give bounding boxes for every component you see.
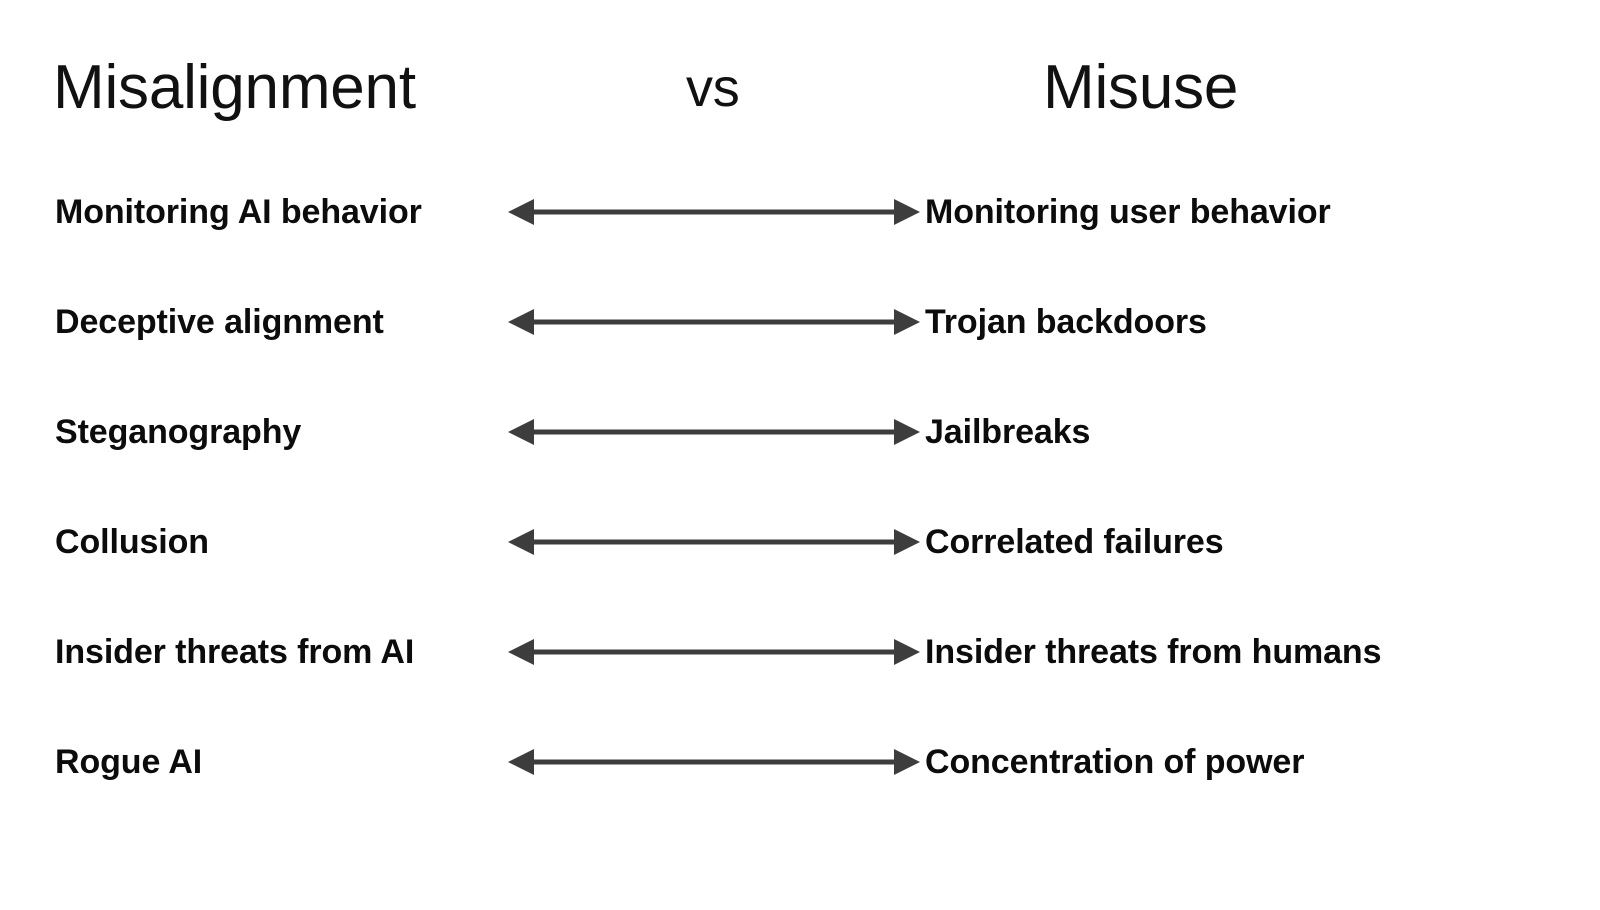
double-arrow-icon [508,622,920,682]
header-title-misuse: Misuse [1043,53,1239,122]
comparison-row-5: Insider threats from AI Insider threats … [0,622,1600,682]
row-label-right: Correlated failures [925,523,1224,561]
row-label-left: Steganography [55,413,302,451]
row-label-right: Insider threats from humans [925,633,1382,671]
double-arrow-icon [508,292,920,352]
header-separator-vs: vs [686,58,740,118]
row-label-left: Collusion [55,523,209,561]
double-arrow-icon [508,182,920,242]
header-title-misalignment: Misalignment [53,53,416,122]
comparison-row-6: Rogue AI Concentration of power [0,732,1600,792]
comparison-row-1: Monitoring AI behavior Monitoring user b… [0,182,1600,242]
comparison-row-4: Collusion Correlated failures [0,512,1600,572]
row-label-left: Deceptive alignment [55,303,384,341]
row-label-right: Trojan backdoors [925,303,1207,341]
double-arrow-icon [508,732,920,792]
row-label-right: Concentration of power [925,743,1305,781]
double-arrow-icon [508,512,920,572]
row-label-right: Monitoring user behavior [925,193,1331,231]
comparison-row-2: Deceptive alignment Trojan backdoors [0,292,1600,352]
comparison-row-3: Steganography Jailbreaks [0,402,1600,462]
row-label-left: Insider threats from AI [55,633,415,671]
row-label-left: Monitoring AI behavior [55,193,422,231]
diagram-header: Misalignment vs Misuse [0,48,1600,128]
double-arrow-icon [508,402,920,462]
row-label-left: Rogue AI [55,743,203,781]
row-label-right: Jailbreaks [925,413,1091,451]
